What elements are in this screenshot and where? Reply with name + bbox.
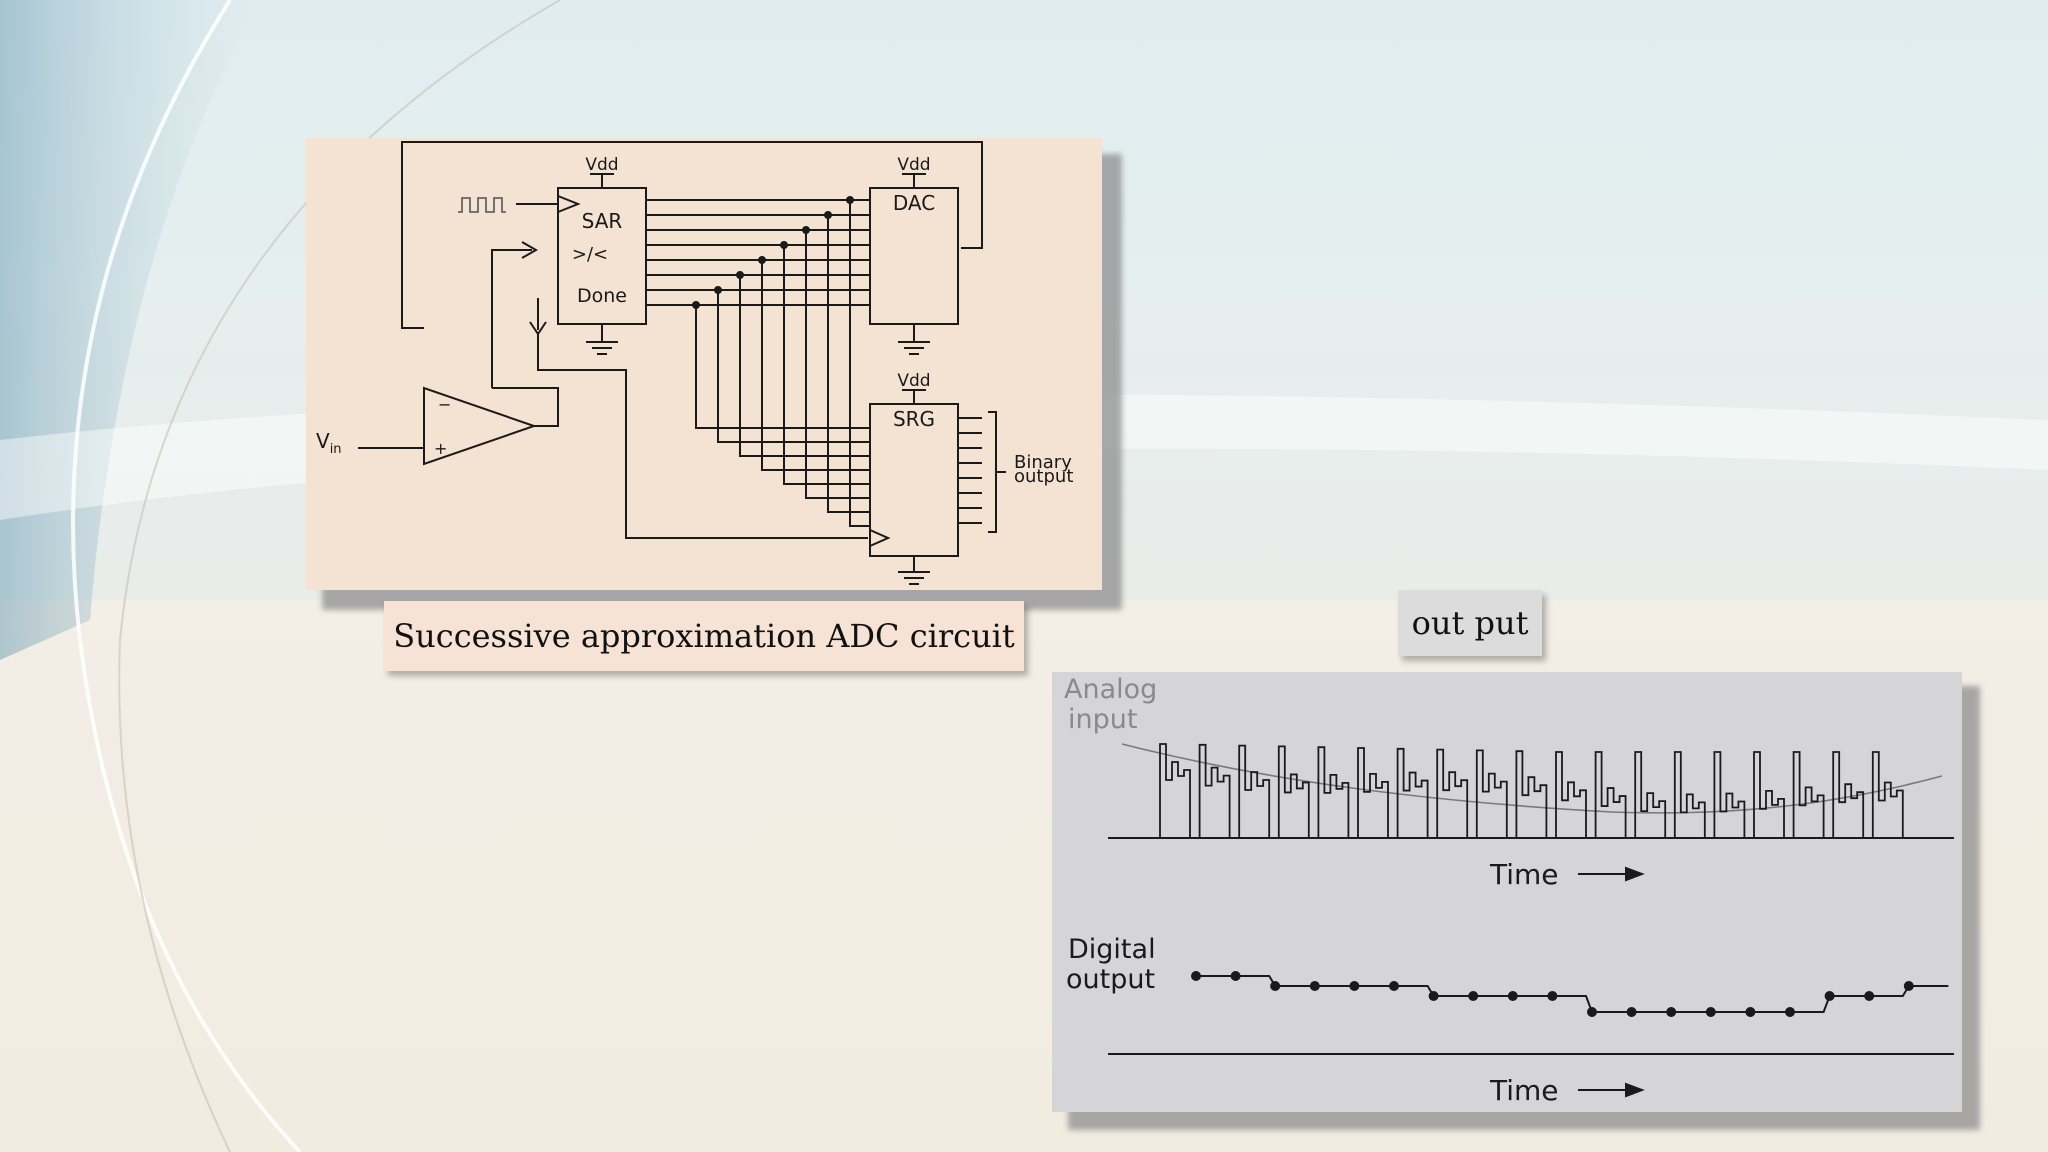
clock-input-marker: [557, 195, 581, 213]
waveform-plot: Analog input Time Digital output Time: [1064, 674, 1954, 1107]
circuit-schematic: Vdd SAR >/< Done − + Vin Vdd DAC Vdd SRG: [316, 141, 1073, 585]
junction-dot: [758, 256, 766, 264]
binary-output-label-1: Binary: [1014, 452, 1072, 473]
comparator-plus: +: [434, 439, 447, 458]
sar-step-path: [1159, 743, 1904, 838]
data-bus: [646, 196, 870, 527]
circuit-caption: Successive approximation ADC circuit: [384, 601, 1024, 671]
srg-output-lines: [958, 417, 982, 524]
junction-dot: [846, 196, 854, 204]
junction-dot: [714, 286, 722, 294]
comparator-minus: −: [438, 395, 451, 414]
bus-tap-line: [739, 275, 870, 457]
bus-tap-line: [783, 245, 870, 485]
time-label-1: Time: [1489, 858, 1559, 891]
srg-vdd-label: Vdd: [897, 371, 930, 391]
bus-tap-line: [695, 305, 870, 429]
dac-vdd-label: Vdd: [897, 155, 930, 175]
time-label-2: Time: [1489, 1074, 1559, 1107]
sar-step-waveform: [1159, 743, 1904, 838]
vin-symbol: V: [316, 429, 330, 453]
bus-tap-line: [827, 215, 870, 513]
digital-output-label-2: output: [1066, 964, 1155, 995]
binary-output-label-2: output: [1014, 466, 1073, 487]
digital-output-label-1: Digital: [1068, 934, 1156, 965]
analog-input-label-2: input: [1068, 704, 1137, 735]
sar-done-label: Done: [577, 285, 627, 307]
vin-label: Vin: [316, 429, 342, 457]
sar-compare-label: >/<: [572, 244, 608, 265]
junction-dot: [802, 226, 810, 234]
junction-dot: [692, 301, 700, 309]
bus-tap-line: [717, 290, 870, 443]
digital-step-path: [1196, 975, 1949, 1013]
sar-label: SAR: [582, 209, 623, 233]
junction-dot: [824, 211, 832, 219]
comparator: [423, 386, 538, 466]
srg-label: SRG: [893, 407, 935, 431]
junction-dot: [736, 271, 744, 279]
bus-tap-line: [805, 230, 870, 499]
junction-dot: [780, 241, 788, 249]
bus-tap-line: [849, 200, 870, 527]
sar-vdd-label: Vdd: [585, 155, 618, 175]
compare-wire: [491, 249, 532, 388]
digital-output-staircase: [1191, 971, 1949, 1017]
analog-input-label-1: Analog: [1064, 674, 1157, 705]
output-caption: out put: [1398, 590, 1542, 656]
bus-tap-line: [761, 260, 870, 471]
adc-waveform-diagram: Analog input Time Digital output Time: [1052, 672, 1962, 1112]
dac-label: DAC: [893, 191, 935, 215]
binary-output-brace: [988, 411, 1006, 533]
feedback-wire-down: [401, 142, 424, 329]
clock-icon: [458, 197, 506, 213]
adc-circuit-diagram: Vdd SAR >/< Done − + Vin Vdd DAC Vdd SRG: [306, 138, 1102, 590]
vin-subscript: in: [330, 442, 342, 457]
